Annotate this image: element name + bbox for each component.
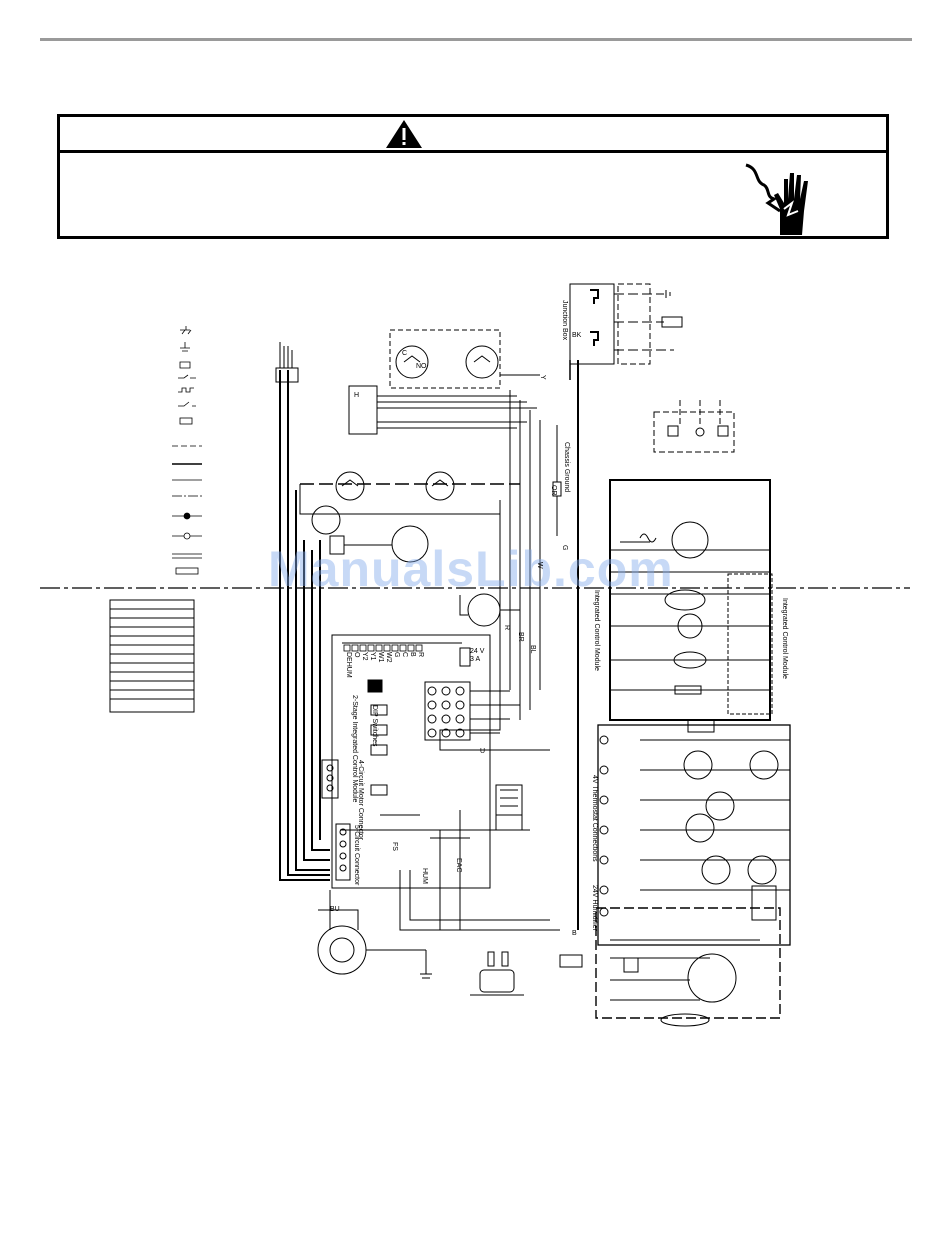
- warning-header: [60, 117, 886, 153]
- wiring-diagram: [40, 283, 910, 1027]
- bottom-transformer: [470, 951, 524, 996]
- left-wire-bundle: [279, 370, 330, 881]
- terminal-y2: Y2: [361, 652, 368, 661]
- legend-table: [109, 599, 195, 713]
- bl-label: BL: [529, 645, 536, 654]
- terminal-y1: Y1: [369, 652, 376, 661]
- warning-triangle-icon: [386, 120, 422, 148]
- integrated-control-module-right: [609, 479, 773, 721]
- terminal-g: G: [393, 652, 400, 658]
- legend-symbols: [172, 326, 202, 575]
- right-dashed-box-upper: [653, 400, 735, 453]
- no-label: NO: [416, 363, 427, 370]
- terminal-o: O: [353, 652, 360, 658]
- amp-label: 3 A: [470, 656, 481, 663]
- r-label: R: [503, 625, 510, 631]
- watermark: ManualsLib.com: [268, 541, 674, 597]
- terminal-c: C: [401, 652, 408, 658]
- terminal-r: R: [417, 652, 424, 658]
- inducer-motor: [391, 525, 429, 563]
- chassis-ground-label: Chassis Ground: [563, 442, 570, 493]
- or-label: OR: [550, 485, 557, 496]
- door-switch: [559, 954, 583, 968]
- humidifier-section: [595, 907, 781, 1027]
- g-label: G: [561, 545, 568, 551]
- thermostat-label: 4V Thermostat Connections: [591, 775, 598, 862]
- fs-label: FS: [391, 842, 398, 851]
- terminal-dehum: DEHUM: [345, 652, 352, 678]
- b-label: B: [572, 930, 577, 937]
- rollout-switch: [467, 593, 501, 627]
- hum-label: HUM: [421, 868, 428, 884]
- control-module-board: [321, 634, 491, 889]
- plug-connector: [275, 367, 299, 383]
- bu-label: BU: [330, 906, 340, 913]
- h-label: H: [354, 392, 360, 399]
- blower-motor: [317, 890, 432, 979]
- y-label: Y: [539, 375, 546, 380]
- five-circuit-label: 5-Circuit Connector: [353, 825, 360, 886]
- terminal-w1: W1: [377, 652, 384, 663]
- pressure-switches: [299, 471, 520, 535]
- br-label: BR: [517, 632, 524, 642]
- volt-label: 24 V: [470, 648, 485, 655]
- eac-label: EAC: [455, 858, 462, 873]
- terminal-w2: W2: [385, 652, 392, 663]
- terminal-b: B: [409, 652, 416, 657]
- top-rule: [40, 38, 912, 41]
- humidifier-label: 24V Humidifier: [591, 885, 598, 931]
- integrated-control-left-label: Integrated Control Module: [593, 590, 600, 671]
- dip-switches-label: DIP Switches: [371, 705, 378, 747]
- w-label: W: [536, 562, 543, 569]
- bk-label: BK: [572, 332, 582, 339]
- electric-shock-hand-icon: [745, 163, 808, 235]
- transformer: [495, 784, 523, 816]
- c-label: C: [402, 350, 408, 357]
- integrated-control-right-label: Integrated Control Module: [781, 598, 788, 679]
- thermostat-section: [597, 719, 791, 946]
- limit-switch-box: [389, 329, 540, 389]
- junction-box: [569, 283, 683, 365]
- warning-box: [57, 114, 889, 239]
- heater-component: [348, 385, 378, 435]
- junction-box-label: Junction Box: [561, 300, 568, 341]
- u-label: U: [480, 748, 486, 755]
